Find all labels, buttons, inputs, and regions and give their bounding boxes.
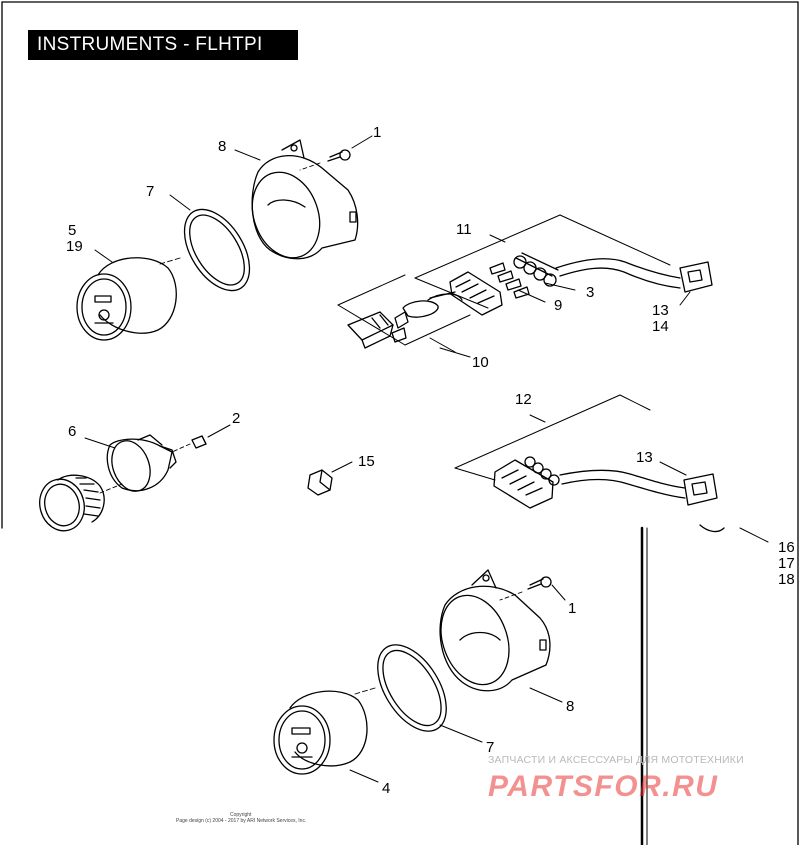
seal-ring-top	[183, 208, 251, 292]
housing-cup-top	[251, 139, 359, 260]
leader-16	[739, 527, 769, 543]
callout-15: 15	[358, 453, 375, 470]
clip-15	[307, 469, 333, 496]
leader-5	[94, 249, 113, 263]
leader-9	[517, 289, 546, 303]
callout-11: 11	[456, 221, 472, 238]
callout-12: 12	[515, 391, 532, 408]
callout-16: 16	[778, 539, 795, 556]
screw-bottom	[527, 576, 552, 590]
seal-ring-bottom	[377, 644, 447, 732]
leader-10	[439, 347, 471, 358]
callout-10: 10	[472, 354, 489, 371]
gauge-middle-partial	[39, 474, 123, 532]
callout-5: 5	[68, 222, 76, 239]
leader-6	[84, 437, 116, 449]
screw-top	[327, 149, 351, 162]
leader-1a	[351, 135, 373, 149]
leader-7b	[439, 724, 483, 743]
leader-13a	[679, 291, 691, 306]
connector-seal-10	[402, 291, 463, 318]
leader-15	[331, 461, 353, 473]
nut-2	[191, 435, 207, 449]
bracket-cup-6	[106, 434, 177, 492]
connector-block-12	[493, 456, 560, 509]
leader-3	[544, 282, 576, 291]
bracket-12	[454, 394, 651, 481]
callout-6: 6	[68, 423, 76, 440]
connector-block-11	[449, 271, 503, 316]
callout-9: 9	[554, 297, 562, 314]
watermark-text: ЗАПЧАСТИ И АКСЕССУАРЫ ДЛЯ МОТОТЕХНИКИ	[488, 754, 744, 766]
page-title: INSTRUMENTS - FLHTPI	[28, 30, 298, 60]
callout-8-bottom: 8	[566, 698, 574, 715]
callout-13-middle: 13	[636, 449, 653, 466]
callout-17: 17	[778, 555, 795, 572]
watermark-logo: PARTSFOR.RU	[488, 770, 719, 803]
callout-7-bottom: 7	[486, 739, 494, 756]
callout-18: 18	[778, 571, 795, 588]
wire-harness-middle	[559, 469, 718, 506]
terminal-pins-9	[489, 262, 530, 299]
connector-housing-10	[347, 311, 409, 349]
callout-13-top: 13	[652, 302, 669, 319]
callout-14: 14	[652, 318, 669, 335]
connector-seals-3	[513, 252, 559, 287]
callout-3: 3	[586, 284, 594, 301]
callout-19: 19	[66, 238, 83, 255]
copyright-notice: Page design (c) 2004 - 2017 by ARI Netwo…	[176, 818, 307, 824]
copyright-label: Copyright	[230, 812, 252, 818]
part-16-partial	[699, 524, 725, 533]
leader-1b	[551, 584, 566, 601]
leader-13b	[659, 461, 687, 476]
callout-1-bottom: 1	[568, 600, 576, 617]
housing-cup-bottom	[439, 569, 551, 692]
callout-7-top: 7	[146, 183, 154, 200]
callout-8-top: 8	[218, 138, 226, 155]
callout-1-top: 1	[373, 124, 381, 141]
leader-7a	[169, 194, 191, 211]
leader-2	[207, 424, 231, 438]
leader-4	[349, 769, 379, 783]
gauge-top	[76, 257, 177, 341]
callout-2: 2	[232, 410, 240, 427]
leader-8a	[234, 149, 261, 161]
wire-harness-top	[555, 258, 713, 293]
bracket-10	[337, 274, 471, 353]
callout-4: 4	[382, 780, 390, 797]
leader-8b	[529, 687, 563, 703]
callout-labels: 1 8 7 5 19 11 3 9 13 14 10 12 2 6 15 13 …	[66, 124, 795, 797]
gauge-bottom	[273, 690, 368, 775]
